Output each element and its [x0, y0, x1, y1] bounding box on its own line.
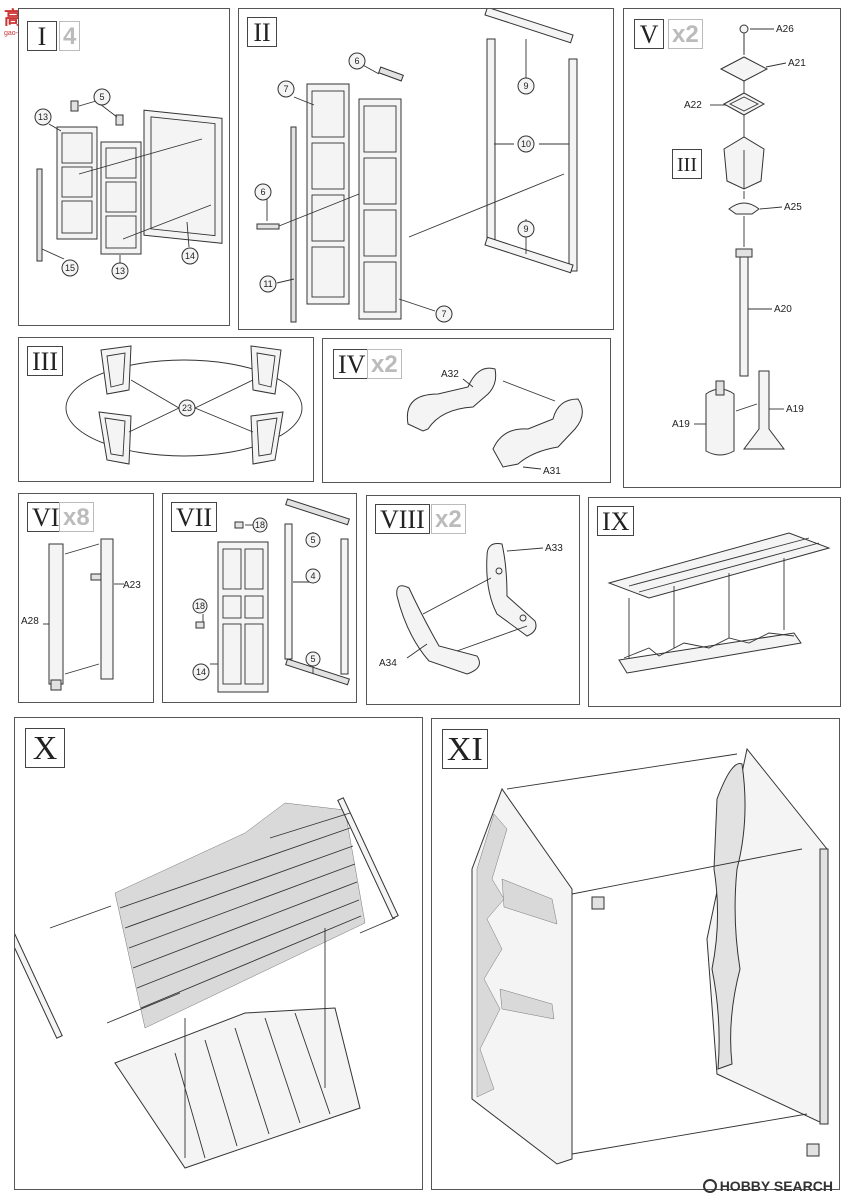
step-i-label-3: 15 [65, 263, 75, 273]
step-iii-panel: 23 III [18, 337, 314, 482]
step-vii-label-0: 18 [255, 520, 265, 530]
step-i-label-4: 14 [185, 251, 195, 261]
step-ii-diagram: 6 7 6 11 7 9 10 9 [254, 9, 578, 323]
step-ii-label-2: 6 [260, 187, 265, 197]
step-v-label-3: A25 [784, 202, 802, 213]
step-xi-panel: XI [431, 718, 840, 1190]
step-viii-number: VIII [375, 504, 430, 534]
step-vii-label-1: 18 [195, 601, 205, 611]
step-vii-panel: 18 18 14 5 4 5 VII [162, 493, 357, 703]
step-viii-label-1: A34 [379, 658, 397, 669]
step-v-label-5: A19 [672, 419, 690, 430]
step-v-label-0: A26 [776, 24, 794, 35]
step-viii-multiplier: x2 [431, 504, 466, 534]
logo-mark-icon [702, 1179, 717, 1193]
step-iii-number: III [27, 346, 63, 376]
step-viii-label-0: A33 [545, 543, 563, 554]
step-iii-diagram: 23 [65, 345, 303, 465]
step-v-label-1: A21 [788, 58, 806, 69]
step-v-label-6: A19 [786, 404, 804, 415]
step-ii-label-7: 9 [523, 224, 528, 234]
step-x-panel: X [14, 717, 423, 1190]
step-vi-number: VI [27, 502, 65, 532]
step-v-subref: III [672, 149, 702, 179]
step-x-number: X [25, 728, 65, 768]
step-ii-label-0: 6 [354, 56, 359, 66]
step-v-multiplier: x2 [668, 19, 703, 49]
step-i-label-2: 13 [115, 266, 125, 276]
step-ix-panel: IX [588, 497, 841, 707]
step-vii-number: VII [171, 502, 218, 532]
step-viii-diagram: A33 A34 [379, 543, 563, 675]
step-vi-multiplier: x8 [59, 502, 94, 532]
step-ii-label-5: 9 [523, 81, 528, 91]
step-v-label-4: A20 [774, 304, 792, 315]
step-i-panel: 13 5 13 15 14 I 4 [18, 8, 230, 326]
step-ix-number: IX [597, 506, 635, 536]
step-ii-label-6: 10 [521, 139, 531, 149]
step-vi-label-1: A28 [21, 616, 39, 627]
step-vi-diagram: A23 A28 [21, 538, 141, 691]
site-logo: HOBBY SEARCH [702, 1178, 833, 1194]
step-iv-label-0: A32 [441, 369, 459, 380]
step-vii-label-2: 14 [196, 667, 206, 677]
step-v-label-2: A22 [684, 100, 702, 111]
step-vi-panel: A23 A28 VI x8 [18, 493, 154, 703]
step-ix-diagram [607, 532, 831, 674]
step-x-diagram [15, 797, 399, 1169]
step-vi-label-0: A23 [123, 580, 141, 591]
step-iv-diagram: A32 A31 [406, 367, 583, 477]
step-ii-label-1: 7 [283, 84, 288, 94]
step-iv-label-1: A31 [543, 466, 561, 477]
step-vii-label-3: 5 [310, 535, 315, 545]
step-v-panel: A26 A21 A22 A25 A20 A19 A19 V x2 III [623, 8, 841, 488]
step-iv-multiplier: x2 [367, 349, 402, 379]
step-i-label-1: 5 [99, 92, 104, 102]
step-viii-panel: A33 A34 VIII x2 [366, 495, 580, 705]
step-iii-label-0: 23 [182, 403, 192, 413]
step-vii-diagram: 18 18 14 5 4 5 [192, 498, 350, 693]
step-vii-label-4: 4 [310, 571, 315, 581]
step-xi-number: XI [442, 729, 488, 769]
step-i-number: I [27, 21, 57, 51]
step-ii-number: II [247, 17, 277, 47]
step-v-number: V [634, 19, 664, 49]
step-iv-number: IV [333, 349, 371, 379]
step-xi-diagram [471, 747, 829, 1165]
step-ii-label-3: 11 [263, 279, 272, 289]
step-ii-label-4: 7 [441, 309, 446, 319]
step-i-diagram: 13 5 13 15 14 [34, 88, 223, 280]
step-i-multiplier: 4 [59, 21, 81, 51]
step-iv-panel: A32 A31 IV x2 [322, 338, 611, 483]
step-vii-label-5: 5 [310, 654, 315, 664]
step-ii-panel: 6 7 6 11 7 9 10 9 II [238, 8, 614, 330]
step-i-label-0: 13 [38, 112, 48, 122]
step-v-diagram: A26 A21 A22 A25 A20 A19 A19 [672, 24, 806, 456]
